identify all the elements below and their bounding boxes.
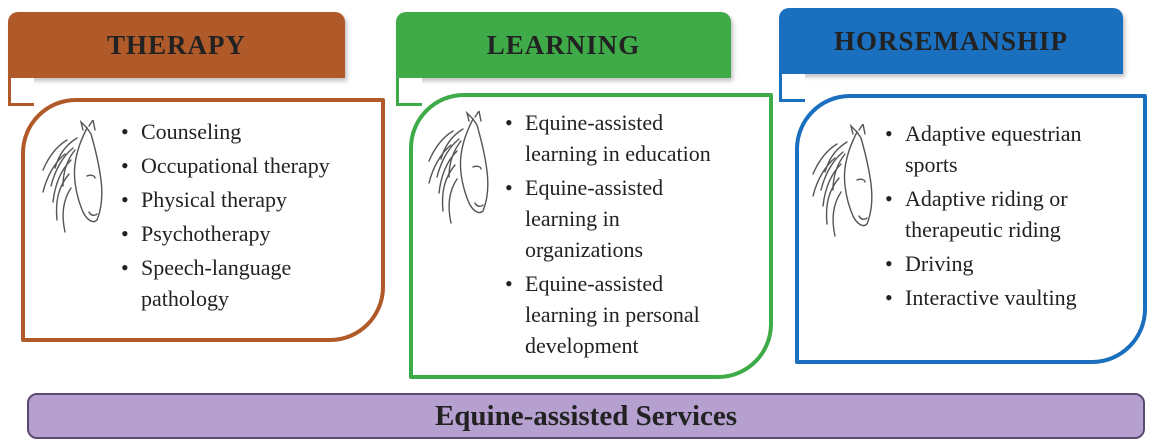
learning-header: LEARNING <box>396 12 731 78</box>
therapy-box: Counseling Occupational therapy Physical… <box>21 98 385 342</box>
list-item: Equine-assisted learning in education <box>505 107 737 169</box>
list-item: Driving <box>885 248 1133 279</box>
list-item: Occupational therapy <box>121 150 381 181</box>
horsemanship-header: HORSEMANSHIP <box>779 8 1123 74</box>
horse-head-icon <box>812 124 873 237</box>
learning-list: Equine-assisted learning in education Eq… <box>505 107 737 364</box>
therapy-title: THERAPY <box>106 29 246 60</box>
therapy-header: THERAPY <box>8 12 345 78</box>
learning-box: Equine-assisted learning in education Eq… <box>409 93 773 379</box>
list-item: Equine-assisted learning in personal dev… <box>505 268 737 361</box>
list-item: Adaptive equestrian sports <box>885 118 1125 180</box>
learning-connector <box>396 78 422 106</box>
learning-title: LEARNING <box>486 29 641 60</box>
list-item: Psychotherapy <box>121 218 381 249</box>
horse-head-icon <box>428 111 489 224</box>
list-item: Speech-language pathology <box>121 252 341 314</box>
footer-label: Equine-assisted Services <box>434 399 738 432</box>
list-item: Physical therapy <box>121 184 381 215</box>
list-item: Adaptive riding or therapeutic riding <box>885 183 1133 245</box>
therapy-connector <box>8 78 34 106</box>
list-item: Counseling <box>121 116 381 147</box>
horsemanship-connector <box>779 74 805 102</box>
horse-head-icon <box>42 120 103 233</box>
horsemanship-title: HORSEMANSHIP <box>833 25 1069 56</box>
horsemanship-box: Adaptive equestrian sports Adaptive ridi… <box>795 94 1147 364</box>
list-item: Interactive vaulting <box>885 282 1133 313</box>
therapy-list: Counseling Occupational therapy Physical… <box>121 116 381 317</box>
horsemanship-list: Adaptive equestrian sports Adaptive ridi… <box>885 118 1133 316</box>
equine-assisted-services-bar: Equine-assisted Services <box>27 393 1145 439</box>
list-item: Equine-assisted learning in organization… <box>505 172 695 265</box>
